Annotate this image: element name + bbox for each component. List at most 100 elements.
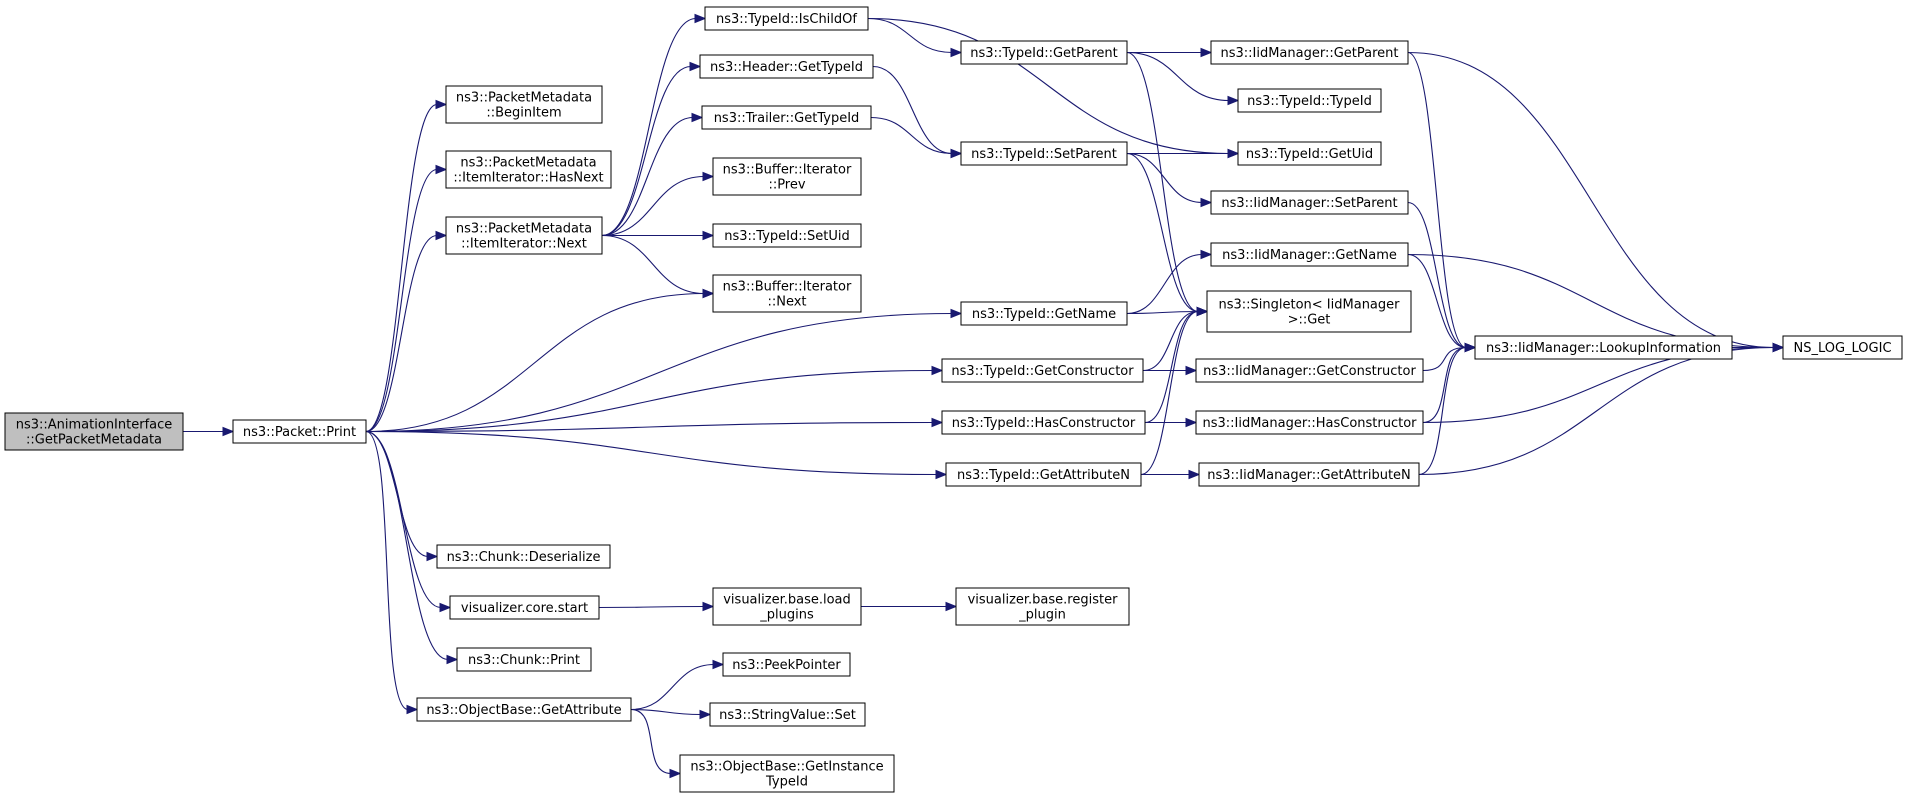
node-iid-lookupinfo[interactable]: ns3::IidManager::LookupInformation — [1474, 335, 1733, 360]
arrowhead — [1227, 95, 1240, 106]
arrowhead — [435, 230, 448, 241]
arrowhead — [1464, 342, 1477, 353]
arrowhead — [702, 171, 715, 182]
node-iid-getparent[interactable]: ns3::IidManager::GetParent — [1210, 40, 1409, 65]
arrowhead — [691, 112, 704, 123]
node-label: ns3::TypeId::IsChildOf — [716, 12, 857, 27]
edge-iid-getparent-to-iid-lookupinfo — [1407, 51, 1467, 349]
node-label: ns3::Singleton< IidManager — [1218, 298, 1400, 313]
arrowhead — [935, 469, 948, 480]
arrowhead — [694, 13, 707, 24]
node-typeid-typeid[interactable]: ns3::TypeId::TypeId — [1237, 88, 1382, 113]
node-pm-it-next[interactable]: ns3::PacketMetadata::ItemIterator::Next — [445, 216, 603, 255]
edge-packet-print-to-vis-core-start — [365, 430, 442, 609]
node-buf-it-next[interactable]: ns3::Buffer::Iterator::Next — [712, 274, 862, 313]
arrowhead — [931, 365, 944, 376]
node-box — [232, 419, 367, 444]
node-label: ns3::IidManager::GetName — [1222, 248, 1397, 263]
node-iid-setparent[interactable]: ns3::IidManager::SetParent — [1210, 190, 1409, 215]
edge-packet-print-to-pm-it-next — [365, 234, 438, 433]
node-vis-base-register[interactable]: visualizer.base.register_plugin — [955, 587, 1130, 626]
node-label: ns3::StringValue::Set — [719, 708, 856, 723]
node-buf-it-prev[interactable]: ns3::Buffer::Iterator::Prev — [712, 157, 862, 196]
edge-packet-print-to-pm-beginitem — [365, 103, 438, 433]
node-box — [699, 54, 874, 79]
node-typeid-getuid[interactable]: ns3::TypeId::GetUid — [1237, 141, 1382, 166]
node-peekpointer[interactable]: ns3::PeekPointer — [722, 652, 851, 677]
edge-pm-it-next-to-trailer-gettypeid — [601, 116, 694, 237]
node-typeid-getparent[interactable]: ns3::TypeId::GetParent — [960, 40, 1128, 65]
node-iid-hasconstructor[interactable]: ns3::IidManager::HasConstructor — [1195, 410, 1424, 435]
node-label: ::GetPacketMetadata — [26, 433, 162, 448]
node-label: ns3::PacketMetadata — [456, 222, 592, 237]
node-box — [1195, 410, 1424, 435]
node-label: ns3::Chunk::Deserialize — [447, 550, 601, 565]
node-stringvalue-set[interactable]: ns3::StringValue::Set — [709, 702, 866, 727]
node-box — [445, 85, 603, 124]
node-header-gettypeid[interactable]: ns3::Header::GetTypeId — [699, 54, 874, 79]
node-vis-base-load[interactable]: visualizer.base.load_plugins — [712, 587, 862, 626]
node-ns-log-logic[interactable]: NS_LOG_LOGIC — [1782, 335, 1903, 360]
node-trailer-gettypeid[interactable]: ns3::Trailer::GetTypeId — [701, 105, 872, 130]
node-typeid-setuid[interactable]: ns3::TypeId::SetUid — [712, 223, 862, 248]
node-pm-it-hasnext[interactable]: ns3::PacketMetadata::ItemIterator::HasNe… — [445, 150, 612, 189]
edge-vis-core-start-to-vis-base-load — [598, 605, 705, 609]
edge-pm-it-next-to-header-gettypeid — [601, 65, 692, 237]
node-typeid-ischildof[interactable]: ns3::TypeId::IsChildOf — [704, 6, 869, 31]
node-iid-getname[interactable]: ns3::IidManager::GetName — [1210, 242, 1409, 267]
arrowhead — [1185, 417, 1198, 428]
arrowhead — [406, 704, 419, 715]
node-label: _plugin — [1018, 608, 1066, 623]
node-label: ns3::PacketMetadata — [456, 91, 592, 106]
edge-pm-it-next-to-buf-it-next — [601, 234, 705, 295]
node-box — [1198, 462, 1420, 487]
node-box — [960, 141, 1128, 166]
node-label: ns3::TypeId::GetParent — [970, 46, 1118, 61]
node-box — [449, 595, 600, 620]
arrowhead — [1196, 306, 1209, 317]
node-packet-print[interactable]: ns3::Packet::Print — [232, 419, 367, 444]
node-typeid-getattributen[interactable]: ns3::TypeId::GetAttributeN — [945, 462, 1142, 487]
node-box — [1195, 358, 1424, 383]
node-label: ns3::ObjectBase::GetAttribute — [426, 703, 621, 718]
node-box — [1474, 335, 1733, 360]
node-label: ns3::IidManager::GetParent — [1220, 46, 1398, 61]
edge-typeid-getattributen-to-singleton-get — [1140, 310, 1199, 476]
node-label: ns3::Packet::Print — [243, 425, 356, 440]
edge-packet-print-to-typeid-hasconstructor — [365, 421, 934, 433]
node-box — [712, 274, 862, 313]
edge-trailer-gettypeid-to-typeid-setparent — [870, 116, 953, 155]
node-box — [709, 702, 866, 727]
node-box — [1210, 190, 1409, 215]
node-box — [1782, 335, 1903, 360]
node-iid-getattributen[interactable]: ns3::IidManager::GetAttributeN — [1198, 462, 1420, 487]
node-chunk-deserialize[interactable]: ns3::Chunk::Deserialize — [436, 544, 611, 569]
node-label: visualizer.base.load — [723, 593, 851, 608]
arrowhead — [1200, 197, 1213, 208]
node-label: ns3::IidManager::LookupInformation — [1486, 341, 1721, 356]
node-typeid-getconstructor[interactable]: ns3::TypeId::GetConstructor — [941, 358, 1144, 383]
arrowhead — [702, 288, 715, 299]
edge-typeid-setparent-to-singleton-get — [1126, 152, 1199, 313]
node-box — [416, 697, 632, 722]
node-box — [712, 587, 862, 626]
node-iid-getconstructor[interactable]: ns3::IidManager::GetConstructor — [1195, 358, 1424, 383]
node-pm-beginitem[interactable]: ns3::PacketMetadata::BeginItem — [445, 85, 603, 124]
edge-header-gettypeid-to-typeid-setparent — [872, 65, 953, 155]
node-typeid-setparent[interactable]: ns3::TypeId::SetParent — [960, 141, 1128, 166]
node-singleton-get[interactable]: ns3::Singleton< IidManager >::Get — [1206, 290, 1412, 333]
node-typeid-getname[interactable]: ns3::TypeId::GetName — [960, 301, 1128, 326]
node-label: ::Prev — [768, 178, 805, 193]
node-chunk-print[interactable]: ns3::Chunk::Print — [456, 647, 592, 672]
node-typeid-hasconstructor[interactable]: ns3::TypeId::HasConstructor — [941, 410, 1146, 435]
node-objbase-getattribute[interactable]: ns3::ObjectBase::GetAttribute — [416, 697, 632, 722]
node-box — [941, 358, 1144, 383]
arrowhead — [1227, 148, 1240, 159]
node-box — [701, 105, 872, 130]
node-anim-getpm[interactable]: ns3::AnimationInterface::GetPacketMetada… — [4, 412, 184, 451]
edge-packet-print-to-objbase-getattribute — [365, 430, 409, 711]
edge-typeid-hasconstructor-to-singleton-get — [1144, 310, 1199, 424]
node-vis-core-start[interactable]: visualizer.core.start — [449, 595, 600, 620]
node-label: ns3::TypeId::GetConstructor — [951, 364, 1134, 379]
